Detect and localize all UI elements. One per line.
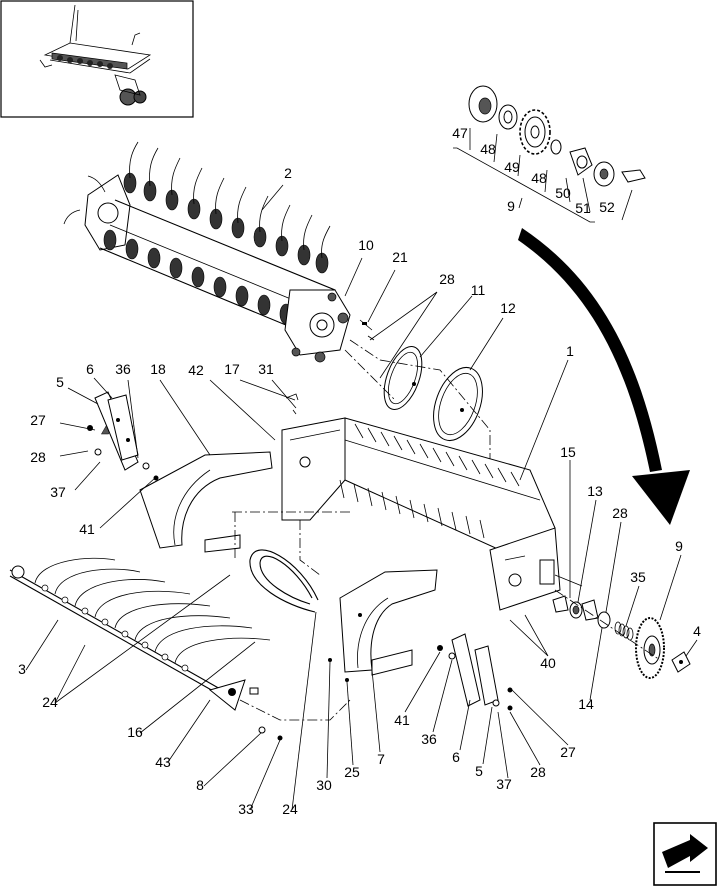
strap-loop-24: [232, 511, 350, 613]
machine-thumbnail-inset: [0, 0, 194, 118]
part-label-l18: 18: [150, 361, 166, 377]
part-label-l11: 11: [471, 282, 486, 298]
part-label-l30: 30: [316, 777, 332, 793]
part-label-l16: 16: [127, 724, 143, 740]
next-page-arrow-icon[interactable]: [653, 822, 717, 886]
assembly-direction-arrow: [518, 228, 690, 525]
rotor-assembly: [63, 141, 351, 363]
part-label-l42: 42: [188, 362, 204, 378]
discs-11-12: [344, 257, 504, 470]
part-label-l12: 12: [500, 300, 516, 316]
part-label-l6b: 6: [452, 749, 460, 765]
part-label-l36b: 36: [421, 731, 437, 747]
tine-bar-assembly: [9, 557, 351, 811]
part-label-l17: 17: [224, 361, 240, 377]
part-label-l3: 3: [18, 661, 26, 677]
part-label-l9top: 9: [507, 198, 515, 214]
part-label-l9right: 9: [675, 538, 683, 554]
rotor-tines: [103, 172, 329, 325]
part-label-l5a: 5: [56, 374, 64, 390]
part-label-l49: 49: [504, 159, 520, 175]
part-label-l6a: 6: [86, 361, 94, 377]
part-label-l1: 1: [566, 343, 574, 359]
part-label-l28c: 28: [530, 764, 546, 780]
part-label-l48b: 48: [531, 170, 547, 186]
part-label-l13: 13: [587, 483, 603, 499]
side-shield-18: [139, 379, 273, 553]
part-label-l41a: 41: [79, 521, 95, 537]
part-label-l28a: 28: [30, 449, 46, 465]
part-label-l15: 15: [560, 444, 576, 460]
drive-parts-right: [552, 460, 698, 701]
part-label-l25: 25: [344, 764, 360, 780]
part-label-l31: 31: [258, 361, 274, 377]
part-label-l24b: 24: [282, 801, 298, 817]
part-label-l33: 33: [238, 801, 254, 817]
part-label-l28top: 28: [439, 271, 455, 287]
part-label-l27b: 27: [560, 744, 576, 760]
part-label-l40: 40: [540, 655, 556, 671]
part-label-l14: 14: [578, 696, 594, 712]
part-label-l21: 21: [392, 249, 408, 265]
bracket-left-5-6: [59, 377, 299, 529]
part-label-l43: 43: [155, 754, 171, 770]
part-label-l7: 7: [377, 751, 385, 767]
part-label-l8: 8: [196, 777, 204, 793]
sprocket-9: [635, 617, 665, 679]
part-label-l27a: 27: [30, 412, 46, 428]
part-label-l52: 52: [599, 199, 615, 215]
part-label-l28b: 28: [612, 505, 628, 521]
part-label-l36a: 36: [115, 361, 131, 377]
part-label-l37a: 37: [50, 484, 66, 500]
part-label-l51: 51: [575, 200, 591, 216]
part-label-l2: 2: [284, 165, 292, 181]
part-label-l24a: 24: [42, 694, 58, 710]
drive-sprocket-exploded: [453, 85, 646, 223]
part-label-l35: 35: [630, 569, 646, 585]
part-label-l47: 47: [452, 125, 468, 141]
part-label-l10: 10: [358, 237, 374, 253]
part-label-l5b: 5: [475, 763, 483, 779]
part-label-l37b: 37: [496, 776, 512, 792]
sprocket-49: [519, 109, 551, 155]
part-label-l41b: 41: [394, 712, 410, 728]
part-label-l4: 4: [693, 623, 701, 639]
side-shield-7: [339, 569, 438, 676]
part-label-l50: 50: [555, 185, 571, 201]
part-label-l48a: 48: [480, 141, 496, 157]
